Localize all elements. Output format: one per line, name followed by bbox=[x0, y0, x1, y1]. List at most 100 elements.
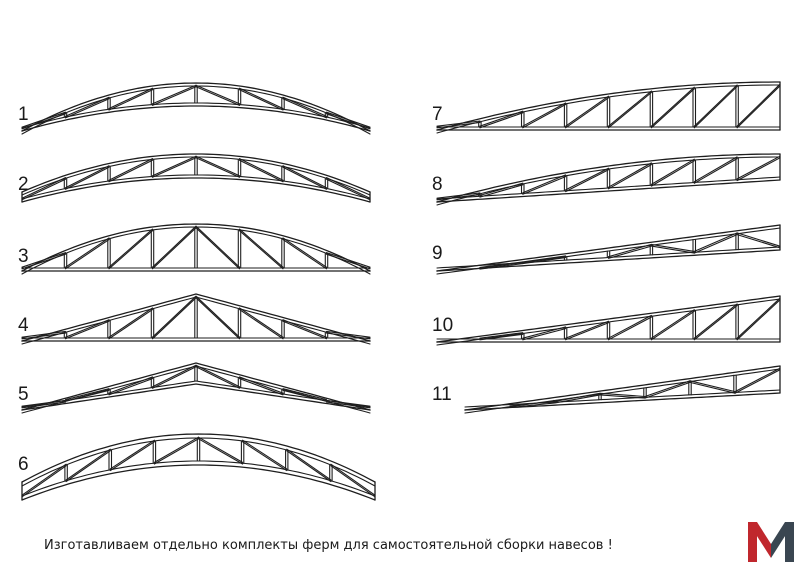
web-diagonal bbox=[509, 402, 556, 409]
web-diagonal bbox=[108, 230, 154, 270]
web-diagonal bbox=[325, 399, 371, 407]
web-diagonal bbox=[650, 243, 695, 252]
web-diagonal bbox=[565, 322, 610, 341]
web-diagonal bbox=[734, 369, 781, 394]
web-diagonal bbox=[607, 164, 652, 190]
logo-diagonal-left bbox=[748, 522, 771, 558]
web-diagonal bbox=[650, 245, 695, 254]
web-diagonal bbox=[21, 253, 67, 270]
web-diagonal bbox=[325, 252, 371, 268]
web-diagonal bbox=[238, 87, 284, 110]
web-diagonal bbox=[195, 157, 241, 178]
web-diagonal bbox=[599, 394, 646, 399]
web-diagonal bbox=[21, 113, 67, 130]
top-chord-outer bbox=[21, 153, 371, 193]
web-diagonal bbox=[64, 98, 110, 119]
top-chord-outer bbox=[436, 153, 781, 203]
web-diagonal bbox=[607, 314, 652, 339]
web-diagonal bbox=[151, 157, 197, 178]
web-diagonal bbox=[151, 84, 197, 105]
web-diagonal bbox=[21, 465, 67, 498]
web-diagonal bbox=[195, 86, 241, 106]
truss-4-label: 4 bbox=[18, 315, 29, 336]
web-diagonal bbox=[282, 320, 328, 340]
web-diagonal bbox=[195, 227, 241, 270]
truss-10-label: 10 bbox=[432, 315, 453, 336]
web-diagonal bbox=[195, 364, 241, 388]
web-diagonal bbox=[736, 234, 781, 249]
web-diagonal bbox=[21, 399, 67, 407]
web-diagonal bbox=[330, 465, 376, 498]
web-diagonal bbox=[693, 158, 738, 184]
web-diagonal bbox=[693, 85, 738, 129]
bottom-chord-outer bbox=[21, 383, 371, 411]
web-diagonal bbox=[436, 194, 481, 201]
truss-7 bbox=[436, 81, 781, 134]
web-diagonal bbox=[282, 166, 328, 190]
web-diagonal bbox=[282, 389, 328, 402]
web-diagonal bbox=[325, 113, 371, 130]
web-diagonal bbox=[242, 441, 288, 472]
truss-1-label: 1 bbox=[18, 104, 29, 125]
bottom-chord-outer bbox=[436, 179, 781, 203]
bottom-chord-inner bbox=[21, 460, 376, 497]
web-diagonal bbox=[644, 380, 691, 398]
web-diagonal bbox=[436, 192, 481, 199]
web-diagonal bbox=[195, 155, 241, 177]
web-diagonal bbox=[282, 239, 328, 270]
web-diagonal bbox=[151, 366, 197, 389]
web-diagonal bbox=[65, 450, 111, 483]
web-diagonal bbox=[693, 303, 738, 339]
web-diagonal bbox=[565, 97, 610, 129]
web-diagonal bbox=[151, 295, 197, 338]
web-diagonal bbox=[197, 436, 244, 463]
web-diagonal bbox=[65, 448, 111, 481]
web-diagonal bbox=[565, 95, 610, 127]
web-diagonal bbox=[689, 380, 736, 393]
web-diagonal bbox=[325, 178, 371, 201]
web-diagonal bbox=[693, 234, 738, 254]
truss-5 bbox=[21, 362, 371, 414]
web-diagonal bbox=[195, 297, 241, 340]
top-chord-inner bbox=[21, 156, 371, 196]
web-diagonal bbox=[64, 389, 110, 402]
web-diagonal bbox=[282, 319, 328, 338]
web-diagonal bbox=[64, 320, 110, 340]
top-chord-inner bbox=[436, 156, 781, 206]
web-diagonal bbox=[108, 89, 154, 111]
web-diagonal bbox=[282, 237, 328, 268]
web-diagonal bbox=[736, 85, 781, 129]
web-diagonal bbox=[644, 381, 691, 399]
web-diagonal bbox=[151, 297, 197, 340]
truss-9 bbox=[436, 224, 781, 275]
web-diagonal bbox=[238, 228, 284, 268]
top-chord-outer bbox=[21, 293, 371, 342]
web-diagonal bbox=[479, 332, 524, 339]
web-diagonal bbox=[238, 159, 284, 183]
web-diagonal bbox=[522, 176, 567, 195]
bottom-chord-inner bbox=[436, 176, 781, 200]
bottom-chord-inner bbox=[464, 389, 781, 408]
web-diagonal bbox=[479, 333, 524, 341]
web-diagonal bbox=[108, 228, 154, 268]
web-diagonal bbox=[151, 86, 197, 106]
truss-6-label: 6 bbox=[18, 454, 29, 475]
top-chord-inner bbox=[464, 368, 781, 414]
web-diagonal bbox=[21, 111, 67, 128]
web-diagonal bbox=[479, 112, 524, 129]
web-diagonal bbox=[21, 178, 67, 201]
web-diagonal bbox=[522, 255, 567, 263]
web-diagonal bbox=[195, 295, 241, 338]
top-chord-outer bbox=[464, 365, 781, 411]
top-chord-outer bbox=[436, 224, 781, 272]
web-diagonal bbox=[151, 155, 197, 177]
web-diagonal bbox=[286, 448, 332, 481]
web-diagonal bbox=[436, 120, 481, 127]
web-diagonal bbox=[153, 436, 200, 463]
bottom-chord-inner bbox=[21, 102, 371, 129]
web-diagonal bbox=[650, 88, 695, 129]
web-diagonal bbox=[693, 305, 738, 341]
top-chord-inner bbox=[21, 226, 371, 275]
